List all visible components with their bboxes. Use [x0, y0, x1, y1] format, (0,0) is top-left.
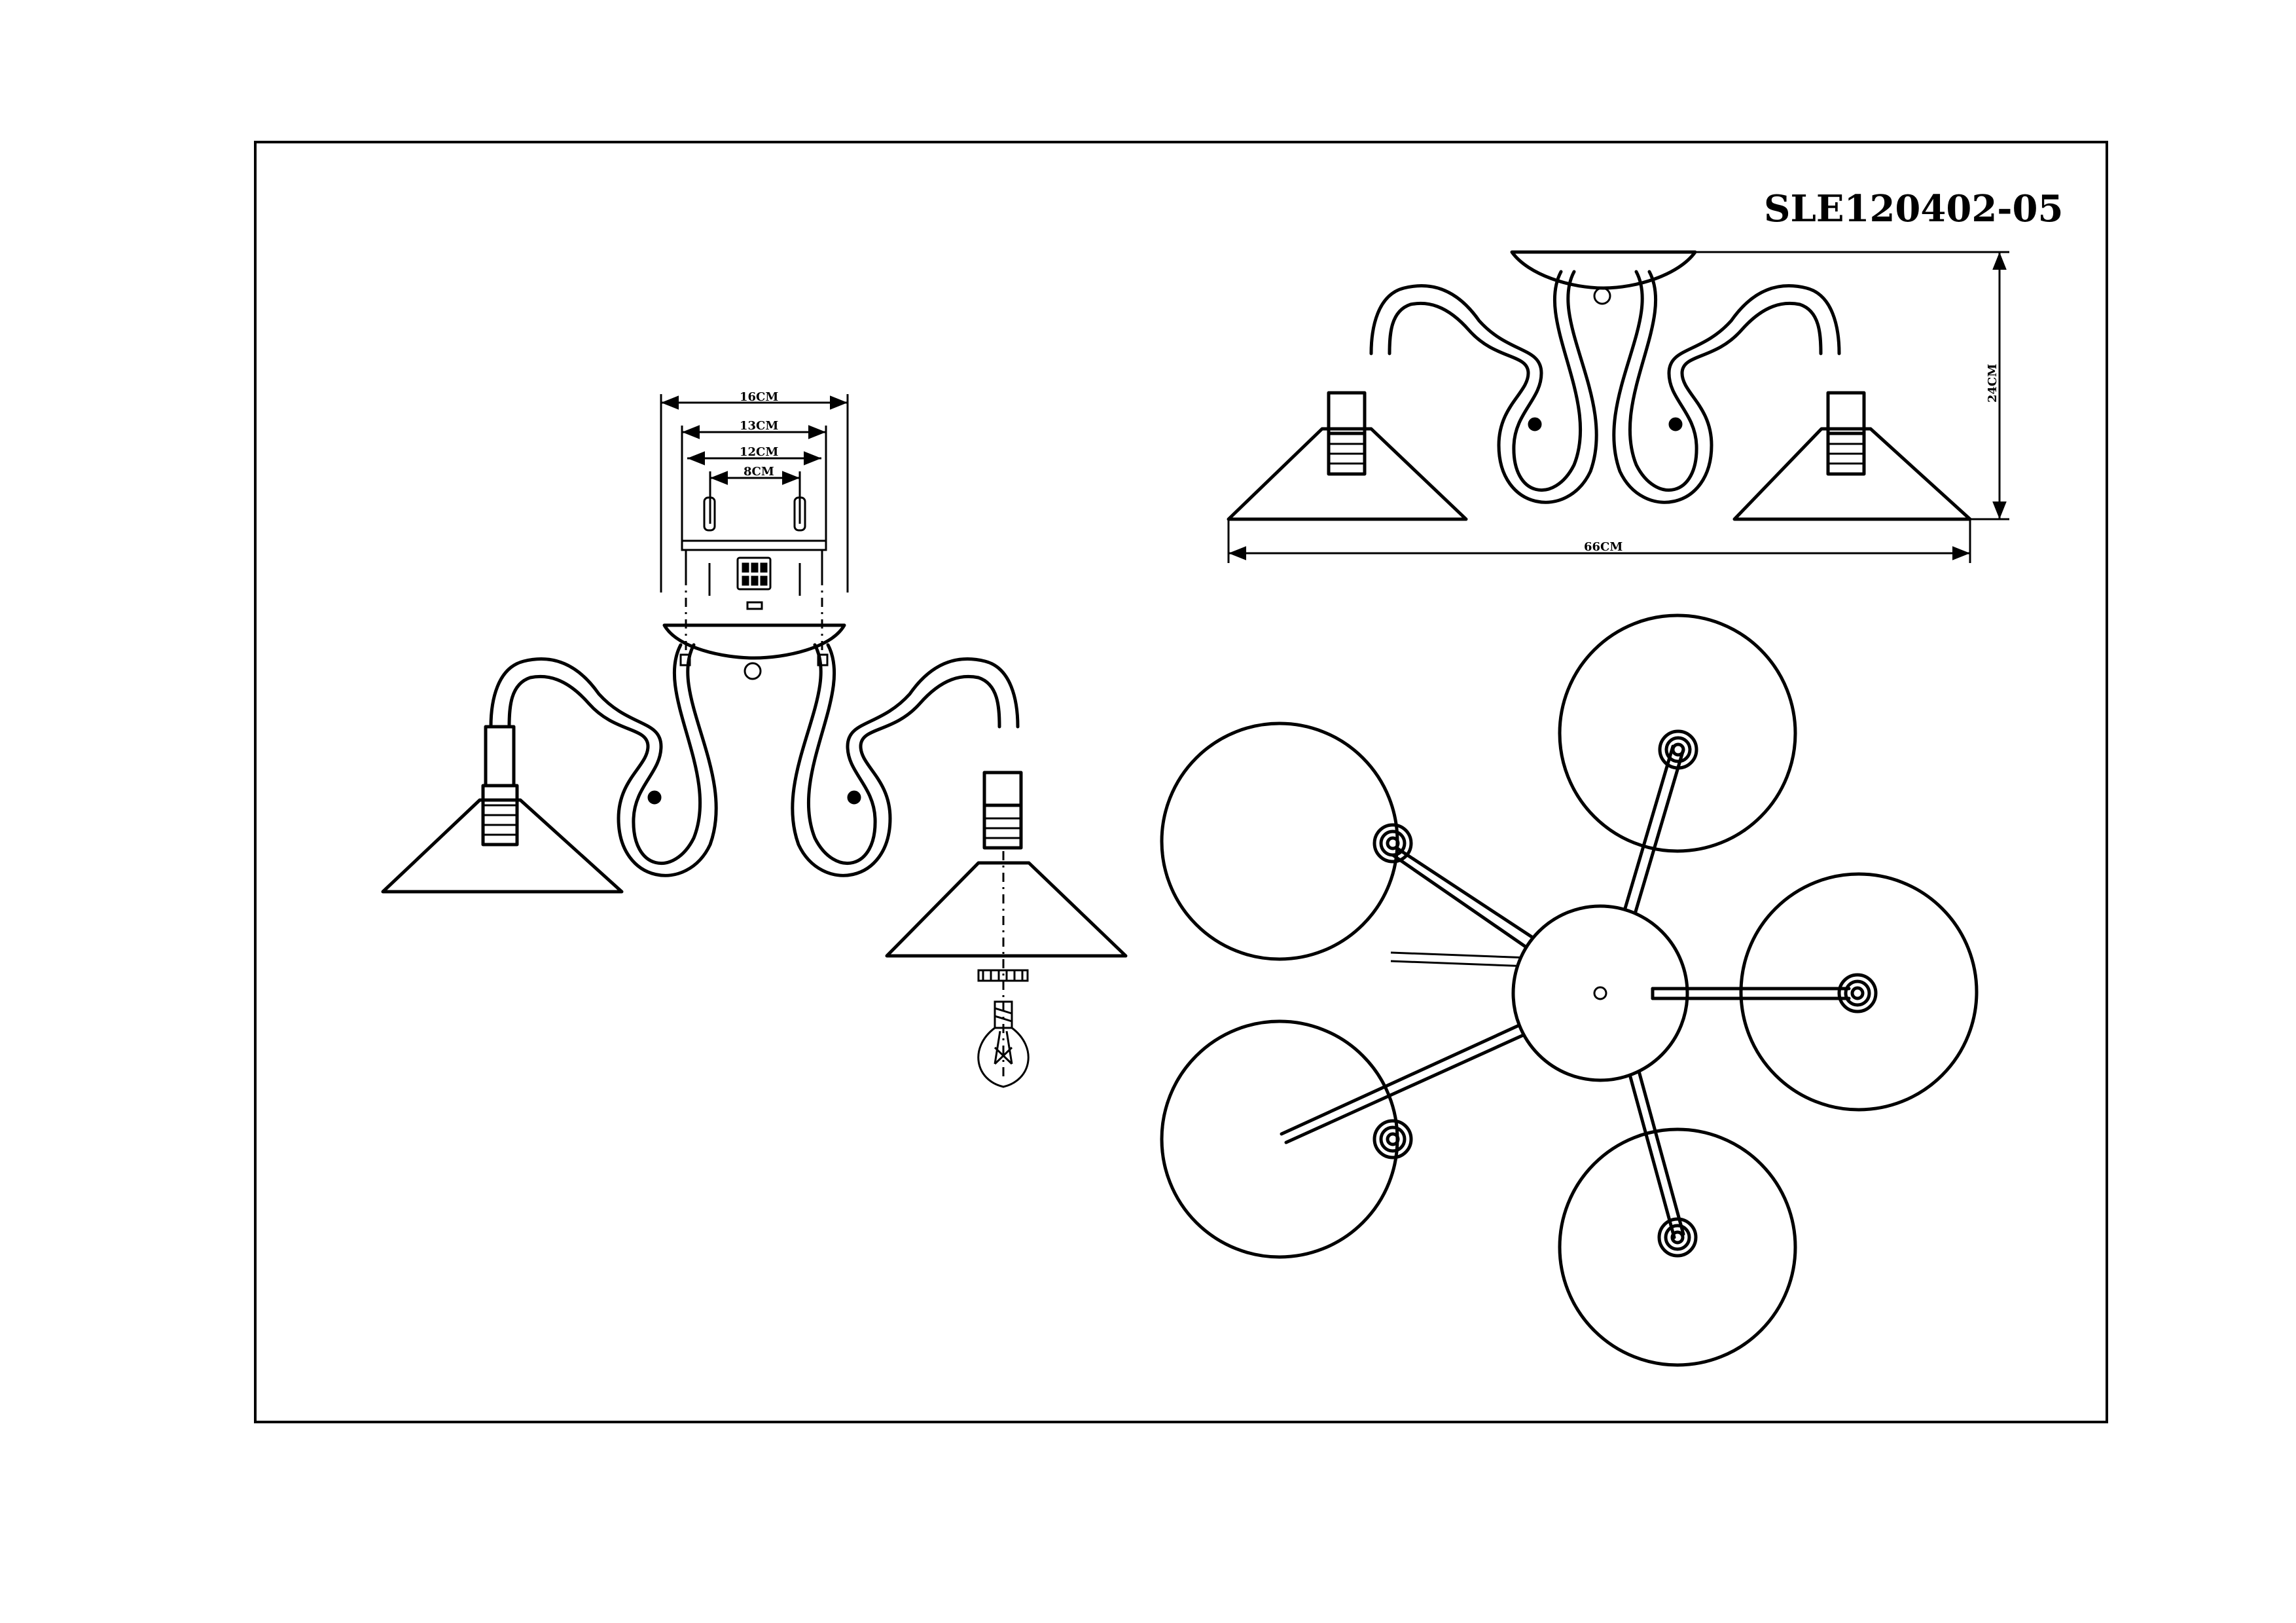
left-arm: [381, 645, 716, 894]
plan-shade-2: [1558, 613, 1797, 853]
dim-12cm: 12CM: [740, 445, 778, 459]
right-shade: [885, 861, 1128, 958]
plan-holder-4: [1372, 1119, 1413, 1159]
plan-canopy: [1511, 904, 1689, 1082]
plan-view: [1160, 613, 1979, 1367]
plan-shade-5: [1558, 1127, 1797, 1367]
left-shade: [381, 798, 624, 894]
elevation-canopy: [1510, 250, 1697, 290]
plan-holder-2: [1658, 729, 1698, 770]
drawing-frame: [254, 141, 2108, 1423]
plan-holder-1: [1372, 823, 1413, 864]
mounting-dimensions: 16CM 13CM 12CM 8CM: [660, 390, 849, 593]
dim-16cm: 16CM: [740, 390, 778, 404]
elevation-left-shade: [1227, 427, 1468, 521]
canopy: [662, 623, 846, 660]
side-elevation-view: 24CM 66CM: [1227, 250, 2009, 563]
plan-holder-5: [1657, 1217, 1698, 1258]
right-lamp-exploded: [885, 771, 1128, 1088]
plan-shade-3: [1739, 872, 1979, 1112]
dim-24cm: 24CM: [1986, 364, 2000, 403]
plan-holder-3: [1837, 973, 1878, 1013]
plan-shade-1: [1160, 721, 1399, 961]
dim-13cm: 13CM: [740, 419, 778, 433]
dim-8cm: 8CM: [744, 465, 774, 479]
dim-66cm: 66CM: [1584, 540, 1623, 554]
mounting-hardware: [681, 496, 827, 655]
light-bulb: [977, 1000, 1030, 1088]
model-code-title: SLE120402-05: [1764, 187, 2063, 230]
plan-shade-4: [1160, 1019, 1399, 1259]
exploded-assembly-view: 16CM 13CM 12CM 8CM: [381, 390, 1128, 1088]
